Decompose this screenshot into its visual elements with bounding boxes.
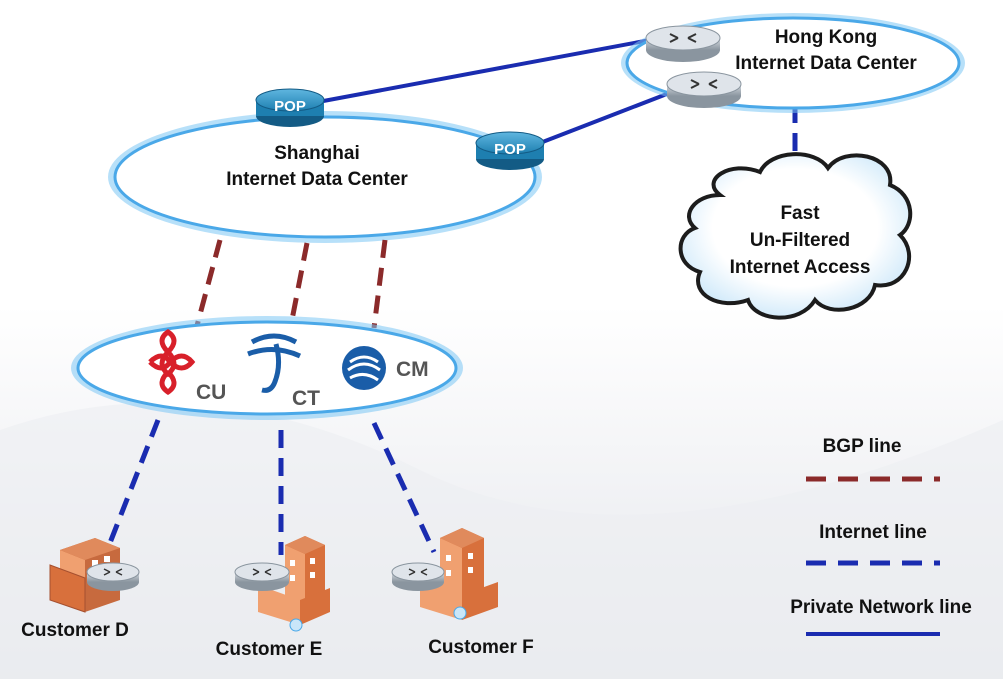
legend-private-label: Private Network line xyxy=(790,597,972,618)
router-icon xyxy=(391,562,445,591)
customer-e-label: Customer E xyxy=(216,639,323,660)
building-icon xyxy=(258,536,330,632)
legend-internet-label: Internet line xyxy=(819,522,927,543)
background-swoosh xyxy=(0,402,1003,679)
private-line-pop-left-hk xyxy=(317,38,651,104)
router-icon xyxy=(86,562,140,591)
shanghai-label-line1: Shanghai xyxy=(274,143,360,164)
hongkong-label-line1: Hong Kong xyxy=(775,27,877,48)
building-icon xyxy=(49,538,120,613)
building-icon xyxy=(420,528,498,620)
internet-cloud xyxy=(678,152,913,320)
cloud-label-line2: Un-Filtered xyxy=(750,230,850,251)
private-line-pop-right-hk xyxy=(539,90,673,145)
shanghai-label-line2: Internet Data Center xyxy=(226,169,408,190)
router-icon xyxy=(645,25,721,62)
carrier-label-cm: CM xyxy=(396,358,429,381)
internet-line-customer-d xyxy=(105,419,161,549)
shanghai-ring xyxy=(113,115,537,239)
cloud-label-line3: Internet Access xyxy=(730,257,871,278)
legend: BGP line Internet line Private Network l… xyxy=(790,436,972,636)
customer-f-label: Customer F xyxy=(428,637,534,658)
china-telecom-logo-icon xyxy=(247,333,302,393)
china-mobile-logo-icon xyxy=(342,346,386,390)
pop-right-icon: POP xyxy=(475,131,545,170)
carrier-label-ct: CT xyxy=(292,387,320,410)
pop-left-label: POP xyxy=(274,98,306,115)
pop-right-label: POP xyxy=(494,141,526,158)
cloud-label-line1: Fast xyxy=(780,203,820,224)
customer-d-label: Customer D xyxy=(21,620,129,641)
router-icon xyxy=(666,71,742,108)
legend-bgp-label: BGP line xyxy=(823,436,902,457)
bgp-line-ct xyxy=(287,242,310,331)
router-icon xyxy=(234,562,290,591)
pop-left-icon: POP xyxy=(255,88,325,127)
bgp-line-cm xyxy=(371,239,388,329)
hongkong-label-line2: Internet Data Center xyxy=(735,53,917,74)
bgp-line-cu xyxy=(192,239,223,334)
internet-line-customer-f xyxy=(371,421,437,554)
carrier-label-cu: CU xyxy=(196,381,226,404)
china-unicom-logo-icon xyxy=(148,328,196,396)
